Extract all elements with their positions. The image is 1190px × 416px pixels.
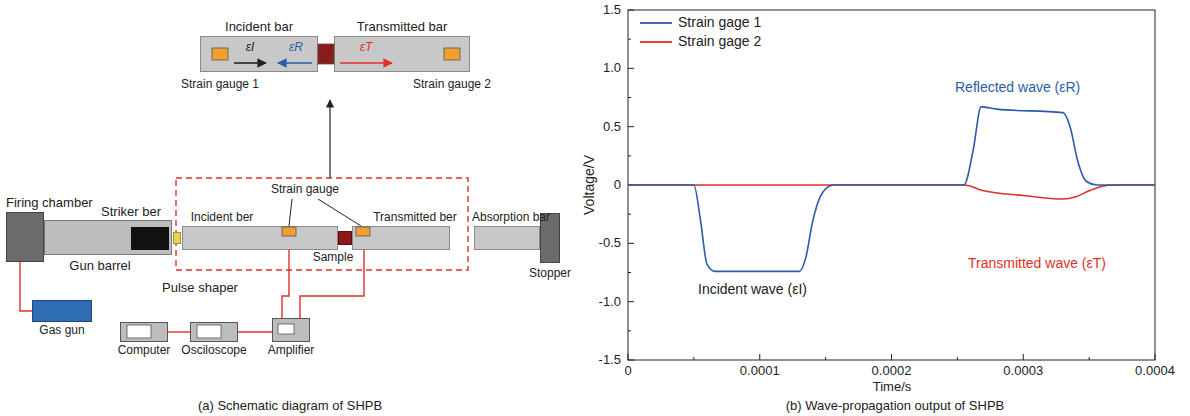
wave-arrow: [234, 62, 266, 64]
gauge-1-curve: [628, 107, 1155, 272]
wave-annotation: Incident wave (εI): [698, 282, 807, 297]
incident-bar: Incident ber: [182, 226, 338, 250]
tick: [825, 357, 826, 360]
gun-barrel: Gun barrelStriker ber: [44, 220, 172, 255]
tick-label: 0.5: [603, 120, 621, 134]
strain-gauge: [212, 48, 228, 60]
strain-gauge: [444, 48, 460, 60]
caption: (b) Wave-propagation output of SHPB: [786, 399, 1004, 413]
gauge-label: Strain gauge: [271, 183, 339, 196]
tick: [628, 10, 634, 11]
firing-chamber: Firing chamber: [6, 212, 44, 262]
axis-title: Time/s: [873, 380, 912, 394]
absorption-bar: Absorption bar: [474, 226, 540, 250]
tick: [1155, 354, 1156, 360]
leader-line: [318, 199, 361, 226]
wave-arrow: [278, 62, 312, 64]
sample: Sample: [338, 231, 352, 245]
node-label: Computer: [118, 344, 171, 357]
node-label: Osciloscope: [181, 344, 246, 357]
node-label: Firing chamber: [6, 196, 93, 210]
screen: [278, 324, 294, 334]
tick-label: -1.5: [599, 353, 621, 367]
legend-line-sample: [640, 22, 672, 24]
strain-gauge: [356, 227, 370, 236]
zoom-region: [176, 178, 468, 270]
node-label: Amplifier: [268, 344, 315, 357]
tick-label: -0.5: [599, 236, 621, 250]
signal-wire: [300, 250, 364, 318]
plot-frame: [628, 10, 1155, 360]
tick: [759, 354, 760, 360]
node-label: Absorption bar: [472, 211, 550, 224]
tick-label: 0.0001: [740, 364, 780, 378]
tick: [628, 354, 629, 360]
node-label: Striker ber: [101, 205, 161, 219]
zoom-arrow: [329, 100, 330, 178]
tick: [628, 97, 631, 98]
gas-gun: Gas gun: [32, 300, 92, 322]
node-label: Incident bar: [225, 20, 293, 34]
axis-title: Voltage/V: [582, 155, 597, 215]
tick: [628, 301, 634, 302]
legend-line-sample: [640, 41, 672, 43]
striker-bar: Striker ber: [131, 227, 169, 250]
strain-symbol: εI: [246, 41, 255, 54]
strain-symbol: εT: [360, 41, 373, 54]
gauge-label: Strain gauge 2: [413, 78, 491, 91]
tick: [1089, 357, 1090, 360]
tick-label: -1.0: [599, 295, 621, 309]
tick: [628, 68, 634, 69]
signal-wire: [282, 250, 289, 318]
signal-wire: [168, 331, 190, 332]
tick-label: 0: [624, 364, 631, 378]
tick-label: 0: [614, 178, 621, 192]
node-label: Transmitted bar: [357, 20, 448, 34]
node-label: Pulse shaper: [162, 281, 238, 295]
node-label: Transmitted ber: [373, 211, 457, 224]
tick: [628, 126, 634, 127]
tick: [628, 272, 631, 273]
signal-wire: [20, 262, 32, 311]
tick-label: 0.0002: [872, 364, 912, 378]
tick: [628, 330, 631, 331]
tick: [628, 243, 634, 244]
gauge-2-curve: [628, 185, 1155, 199]
tick: [1023, 354, 1024, 360]
node-label: Sample: [313, 251, 354, 264]
tick-label: 0.0003: [1003, 364, 1043, 378]
wave-annotation: Reflected wave (εR): [955, 80, 1080, 95]
signal-wire: [238, 331, 272, 332]
strain-symbol: εR: [289, 41, 303, 54]
chart: [628, 10, 1155, 360]
node-label: Gas gun: [39, 324, 84, 337]
legend-text: Strain gage 1: [678, 15, 761, 30]
legend-text: Strain gage 2: [678, 34, 761, 49]
tick: [957, 357, 958, 360]
tick-label: 1.5: [603, 3, 621, 17]
gauge-label: Strain gauge 1: [181, 78, 259, 91]
tick: [628, 155, 631, 156]
screen: [127, 325, 151, 338]
tick: [628, 39, 631, 40]
tick-label: 0.0004: [1135, 364, 1175, 378]
tick: [693, 357, 694, 360]
node-label: Gun barrel: [69, 259, 130, 273]
tick-label: 1.0: [603, 61, 621, 75]
node-label: Stopper: [529, 267, 571, 280]
leader-line: [289, 199, 292, 226]
pulse-shaper: Pulse shaper: [173, 232, 181, 244]
tick: [628, 360, 634, 361]
caption: (a) Schematic diagram of SHPB: [198, 399, 382, 413]
node-label: Incident ber: [191, 211, 254, 224]
screen: [197, 325, 221, 338]
strain-gauge: [282, 227, 296, 236]
inset-sample: [318, 44, 334, 64]
tick: [628, 214, 631, 215]
tick: [891, 354, 892, 360]
wave-arrow: [340, 62, 392, 64]
wave-annotation: Transmitted wave (εT): [968, 256, 1106, 271]
